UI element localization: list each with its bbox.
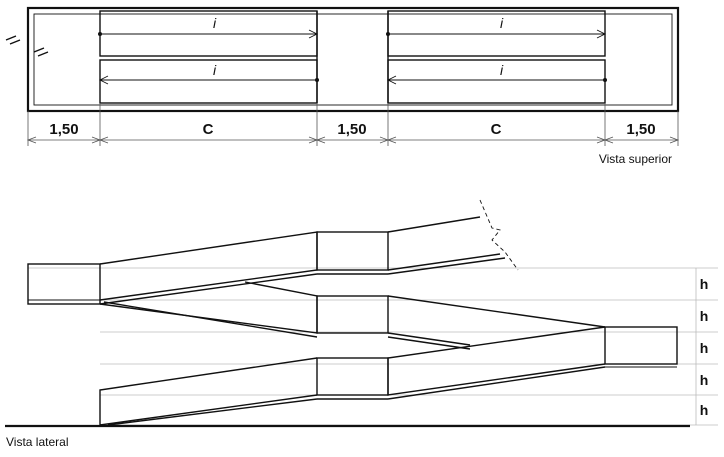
dimension-flight: C	[203, 121, 214, 138]
mid-landing-middle	[316, 295, 389, 334]
flight-bottom-left	[99, 59, 318, 104]
break-line	[479, 199, 519, 271]
flight-bottom-right	[387, 59, 606, 104]
mid-landing-bottom	[316, 357, 389, 396]
top-view-caption: Vista superior	[599, 152, 672, 166]
flight-label: i	[213, 15, 217, 31]
dimension-landing: 1,50	[626, 121, 655, 138]
flight-top-left	[99, 10, 318, 57]
upper-left-landing	[27, 263, 101, 305]
top-view: i i i i 1,50 C 1,50 C 1,50 Vista superio…	[5, 6, 680, 166]
top-flight-continuation	[387, 216, 506, 275]
side-view-caption: Vista lateral	[6, 435, 68, 449]
dimension-flight: C	[491, 121, 502, 138]
flight-label: i	[213, 62, 217, 78]
level-label: h	[700, 340, 709, 356]
side-view: h h h h h Vista lateral	[5, 199, 718, 449]
right-landing	[604, 326, 678, 365]
cut-outline	[27, 7, 95, 60]
level-label: h	[700, 372, 709, 388]
middle-flight-right	[387, 295, 606, 350]
level-label: h	[700, 276, 709, 292]
mid-landing-top	[316, 231, 389, 271]
flight-label: i	[500, 15, 504, 31]
top-view-outer-frame	[26, 6, 680, 113]
dimension-landing: 1,50	[337, 121, 366, 138]
break-marks	[5, 35, 49, 57]
level-label: h	[700, 308, 709, 324]
bottom-flight	[99, 357, 318, 426]
level-label: h	[700, 402, 709, 418]
dimension-chain	[26, 103, 680, 146]
flight-top-right	[387, 10, 606, 57]
top-view-inner-frame	[33, 13, 673, 106]
flight-label: i	[500, 62, 504, 78]
dimension-landing: 1,50	[49, 121, 78, 138]
level-lines	[28, 267, 718, 426]
flight-arrows	[98, 29, 607, 85]
